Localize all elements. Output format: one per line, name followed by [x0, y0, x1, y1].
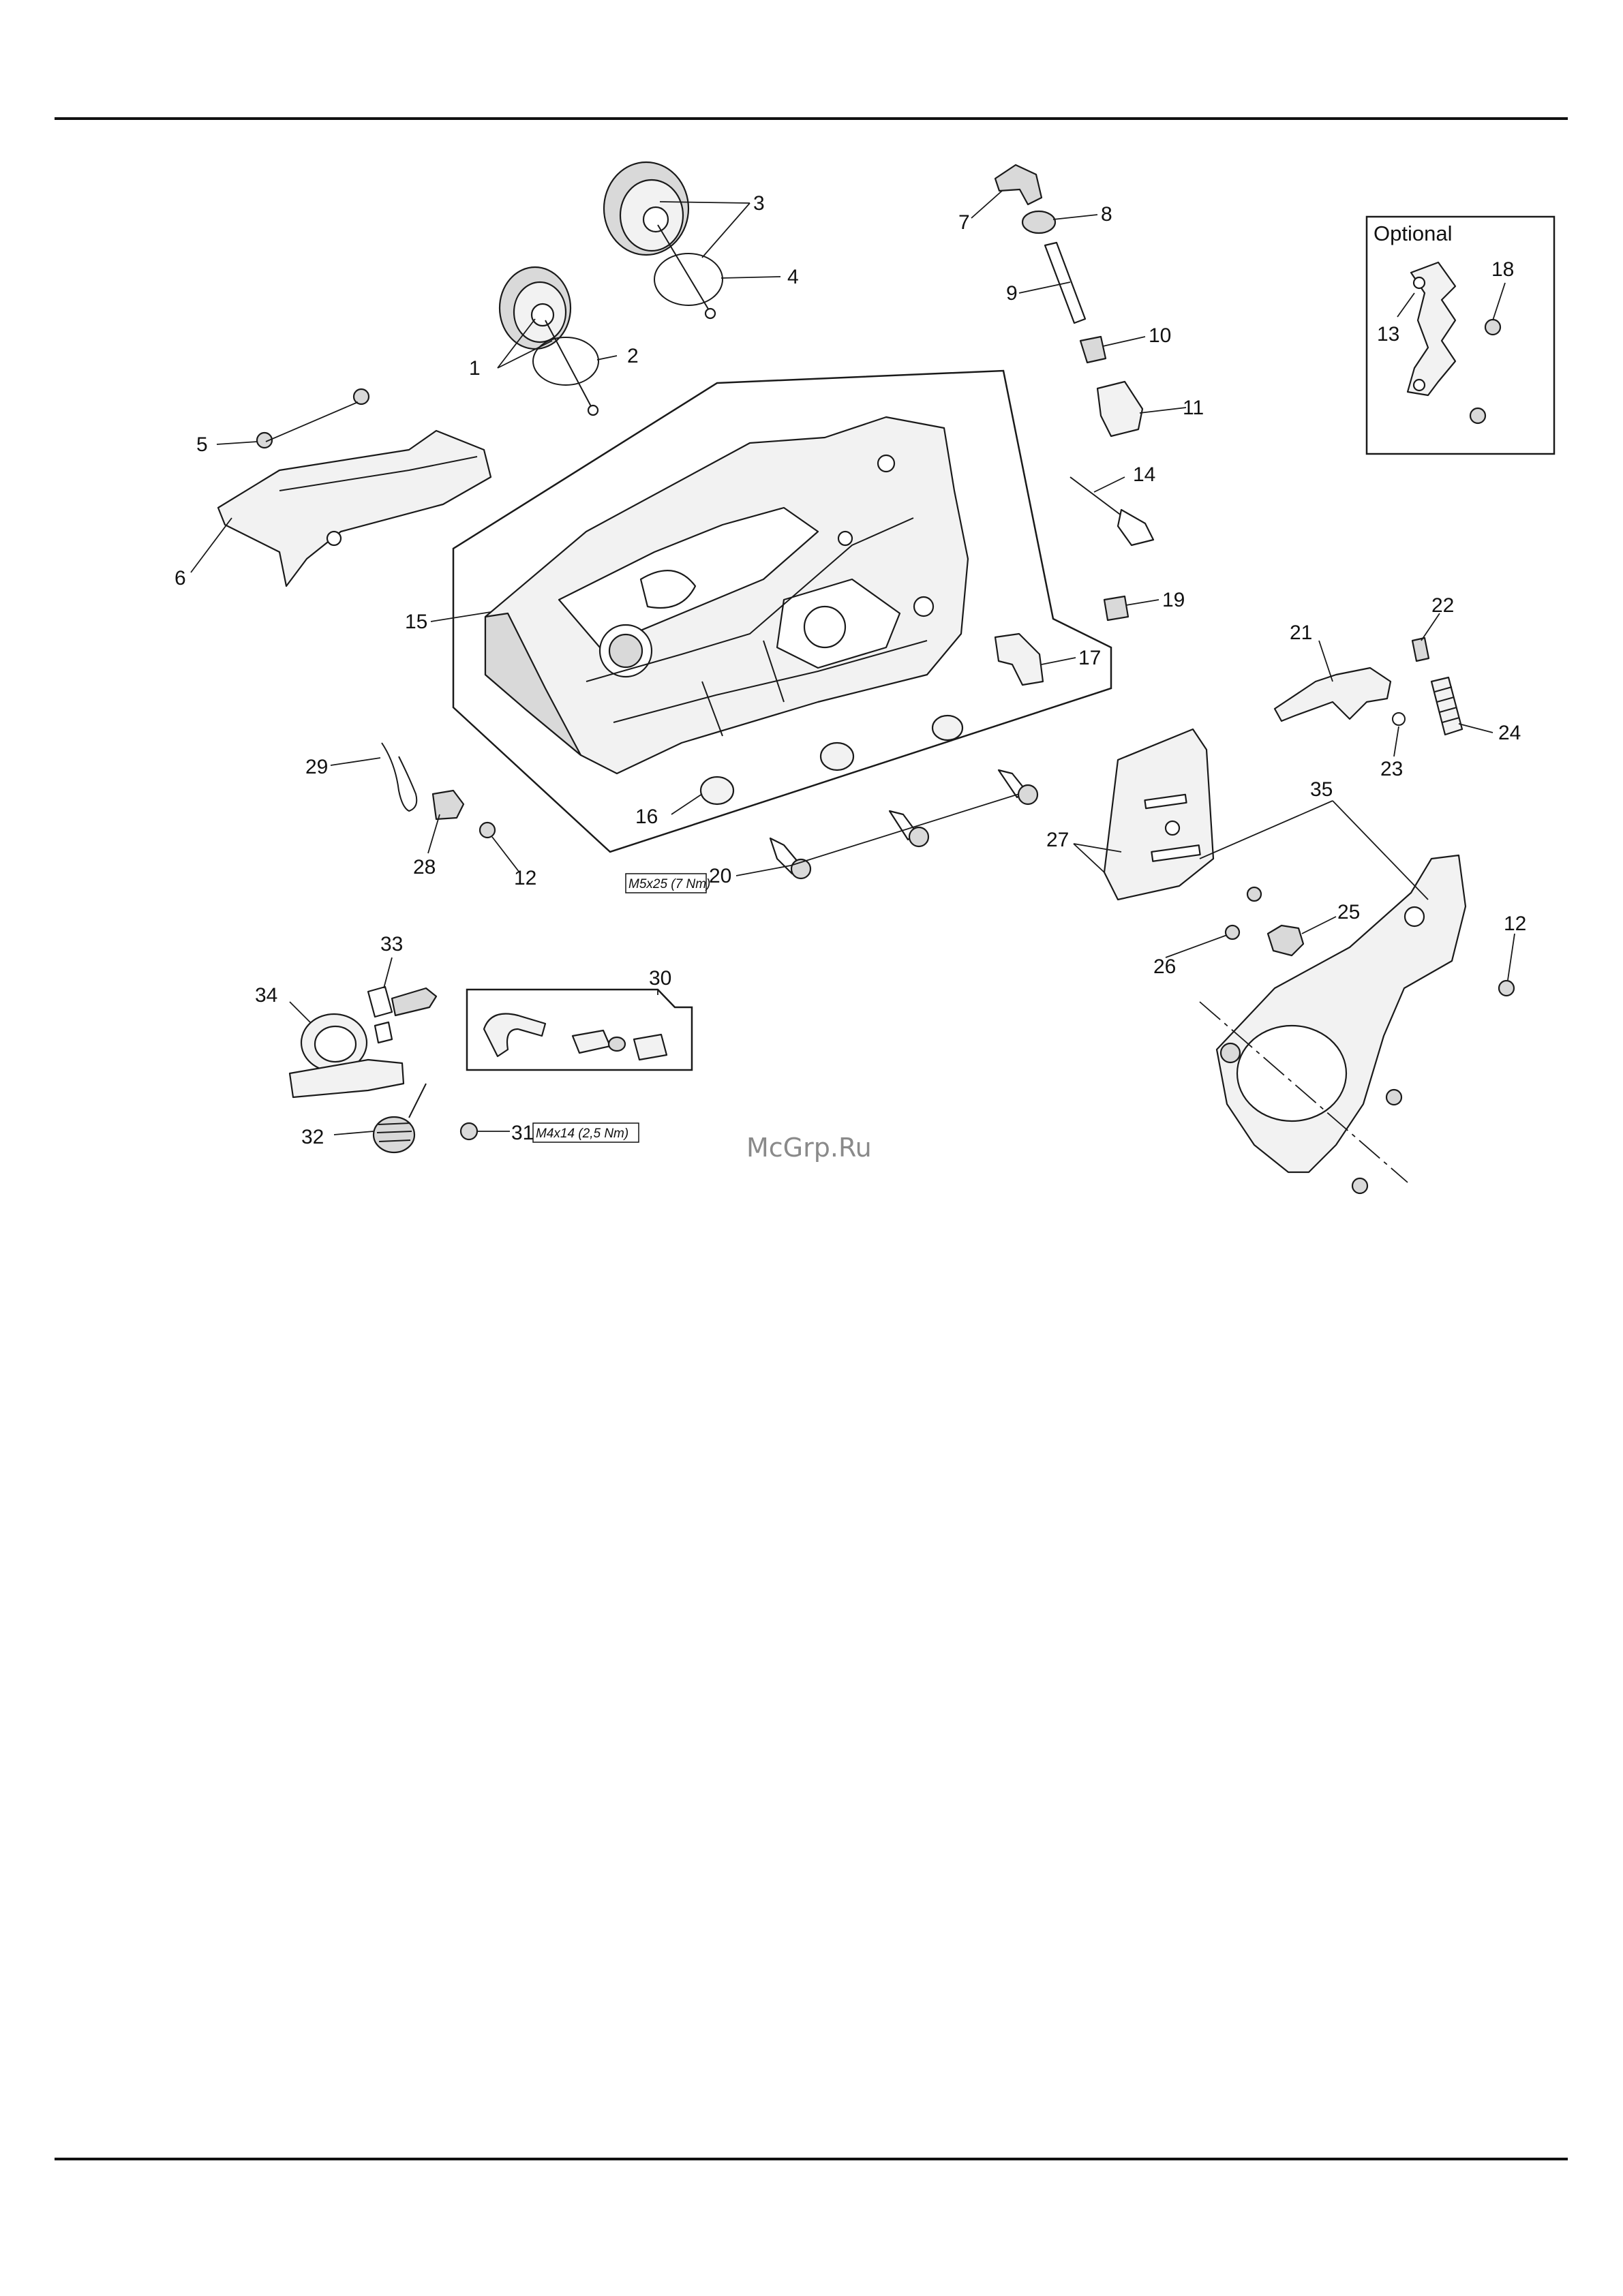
fuel-filter-part — [1097, 382, 1142, 436]
circlip-part — [1393, 713, 1405, 725]
watermark: McGrp.Ru — [746, 1133, 872, 1163]
callout-22: 22 — [1431, 594, 1454, 617]
kit-30-parts — [484, 1014, 667, 1060]
adjuster-screw-part — [368, 987, 436, 1017]
callout-28: 28 — [413, 856, 436, 878]
screw-12-left-part — [480, 823, 495, 838]
callout-1: 1 — [469, 357, 481, 380]
callout-15: 15 — [405, 611, 427, 633]
optional-label: Optional — [1374, 221, 1452, 245]
callout-34: 34 — [255, 984, 277, 1007]
pin-part — [1412, 638, 1429, 661]
callout-5: 5 — [196, 433, 208, 456]
callout-25: 25 — [1337, 901, 1360, 923]
callout-19: 19 — [1162, 589, 1185, 611]
bushing-part — [701, 716, 962, 804]
callout-24: 24 — [1498, 722, 1521, 744]
o-ring-part — [533, 337, 598, 385]
callout-17: 17 — [1078, 647, 1101, 669]
callout-18: 18 — [1491, 258, 1514, 281]
guard-plate-part — [218, 431, 491, 586]
callout-6: 6 — [175, 567, 186, 590]
callout-35: 35 — [1310, 778, 1333, 801]
screw-26-part — [1226, 887, 1261, 939]
callout-27: 27 — [1046, 829, 1069, 851]
bracket-part — [433, 791, 464, 819]
bar-plate-part — [1104, 729, 1213, 900]
torque-label-31: M4x14 (2,5 Nm) — [536, 1127, 628, 1141]
spring-part — [1431, 677, 1462, 735]
screw-31-part — [461, 1123, 477, 1139]
crankcase-part — [485, 417, 968, 774]
callout-7: 7 — [958, 211, 970, 234]
callout-3: 3 — [753, 192, 765, 215]
screw-18-part — [1470, 320, 1500, 423]
o-ring-large-part — [654, 254, 723, 305]
brake-lever-part — [1275, 668, 1391, 721]
nipple-part — [995, 165, 1042, 204]
fuel-filter-small-part — [1080, 337, 1106, 363]
torque-label-20: M5x25 (7 Nm) — [628, 877, 710, 891]
callout-21: 21 — [1290, 622, 1312, 644]
callout-12-left: 12 — [514, 867, 536, 889]
callout-9: 9 — [1006, 282, 1018, 305]
nut-part — [1268, 925, 1303, 955]
callout-23: 23 — [1380, 758, 1403, 780]
oil-pump-part — [290, 1014, 404, 1097]
plug-part — [1104, 596, 1128, 620]
callout-8: 8 — [1101, 203, 1112, 226]
worm-gear-part — [374, 1084, 426, 1152]
callout-12-right: 12 — [1504, 913, 1526, 935]
oil-line-part — [1070, 477, 1153, 545]
callout-11: 11 — [1183, 397, 1204, 419]
callout-26: 26 — [1153, 955, 1176, 978]
callout-31: 31 — [511, 1122, 534, 1144]
callout-20: 20 — [709, 865, 731, 887]
callout-13: 13 — [1377, 323, 1399, 346]
callout-14: 14 — [1133, 463, 1155, 486]
callout-32: 32 — [301, 1126, 324, 1148]
bumper-spike-part — [1408, 262, 1455, 395]
grommet-part — [1022, 211, 1055, 233]
callout-2: 2 — [627, 345, 639, 367]
callout-4: 4 — [787, 266, 799, 288]
callout-33: 33 — [380, 933, 403, 955]
callout-10: 10 — [1149, 324, 1171, 347]
callout-30: 30 — [649, 967, 671, 990]
callout-16: 16 — [635, 806, 658, 828]
sleeve-part — [995, 634, 1043, 685]
wire-clip-part — [382, 743, 416, 811]
callout-29: 29 — [305, 756, 328, 778]
screw-5-part — [257, 389, 369, 448]
fuel-cap-part — [604, 162, 715, 318]
